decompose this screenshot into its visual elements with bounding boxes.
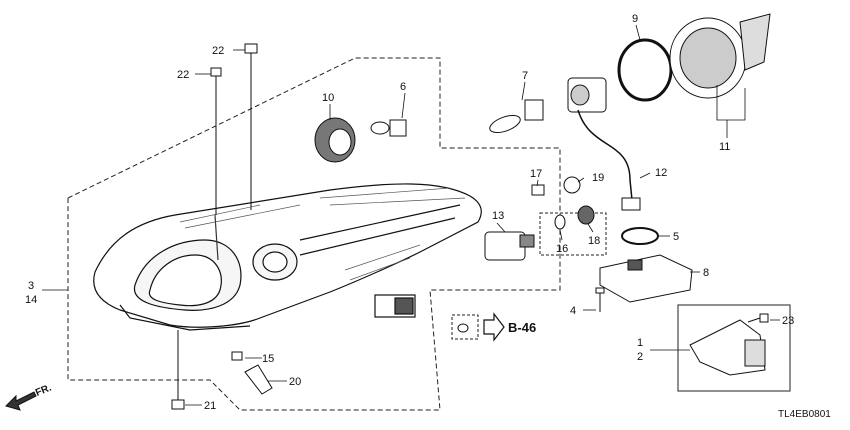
bolt-22-upper	[244, 43, 258, 210]
bolt-ref-box	[451, 314, 479, 340]
callout-22-lower: 22	[177, 69, 189, 81]
callout-23: 23	[782, 315, 794, 327]
bulb-6	[370, 119, 407, 137]
bolt-ref	[457, 323, 469, 333]
callout-21: 21	[204, 400, 216, 412]
reference-arrow	[483, 312, 505, 342]
socket-18	[577, 205, 595, 225]
callout-12: 12	[655, 167, 667, 179]
bracket-1-2	[689, 319, 766, 376]
mount-bracket-box	[677, 304, 791, 392]
callout-18: 18	[588, 235, 600, 247]
ballast-8	[599, 254, 693, 303]
gasket-5	[621, 227, 659, 245]
callout-11: 11	[719, 141, 730, 153]
callout-22-upper: 22	[212, 45, 224, 57]
bulb-7	[489, 99, 544, 134]
callout-15: 15	[262, 353, 274, 365]
leader-lines	[42, 24, 780, 406]
callout-13: 13	[492, 210, 504, 222]
bolt-22-lower	[210, 67, 222, 215]
cover-11	[669, 13, 771, 99]
actuator-13	[484, 231, 535, 261]
screw-23	[747, 313, 769, 323]
callout-8: 8	[703, 267, 709, 279]
diagram-code: TL4EB0801	[778, 409, 831, 420]
bulb-16	[554, 214, 566, 230]
callout-7: 7	[522, 70, 528, 82]
bulb-15	[231, 351, 243, 361]
callout-14: 14	[25, 294, 37, 306]
reference-label: B-46	[508, 320, 536, 335]
callout-1: 1	[637, 337, 643, 349]
callout-2: 2	[637, 351, 643, 363]
callout-17: 17	[530, 168, 542, 180]
callout-5: 5	[673, 231, 679, 243]
bolt-21	[171, 330, 185, 410]
front-direction-icon	[5, 391, 37, 411]
assembly-outline	[67, 57, 561, 411]
callout-9: 9	[632, 13, 638, 25]
fan-group-outline	[539, 212, 607, 256]
bulb-socket-10	[314, 117, 356, 163]
socket-20	[244, 364, 273, 395]
o-ring-9	[617, 38, 673, 102]
bulb-19	[563, 176, 581, 194]
callout-6: 6	[400, 81, 406, 93]
callout-4: 4	[570, 305, 576, 317]
ballast-socket	[567, 77, 641, 211]
bulb-17	[531, 184, 545, 196]
headlight-housing	[93, 183, 482, 331]
callout-19: 19	[592, 172, 604, 184]
housing-hatching	[179, 187, 466, 281]
front-direction-label: FR.	[34, 382, 53, 398]
callout-3: 3	[28, 280, 34, 292]
screw-4	[595, 287, 605, 312]
callout-16: 16	[556, 243, 568, 255]
callout-20: 20	[289, 376, 301, 388]
callout-10: 10	[322, 92, 334, 104]
